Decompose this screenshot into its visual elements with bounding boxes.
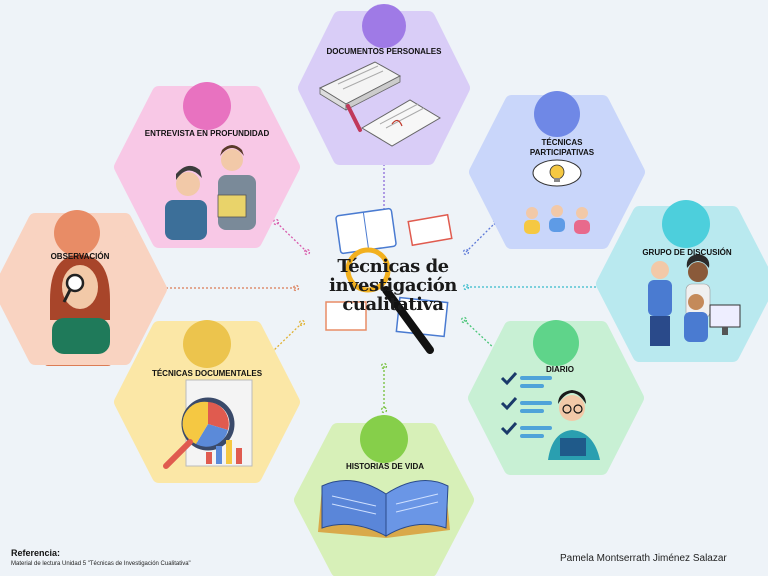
node-entrevista-circle [183, 82, 231, 130]
author-name: Pamela Montserrath Jiménez Salazar [560, 553, 727, 564]
node-label-diario: DIARIO [546, 365, 574, 374]
node-documentos-circle [362, 4, 406, 48]
node-label-observacion: OBSERVACIÓN [50, 252, 110, 261]
node-diario-hexagon [468, 321, 644, 475]
node-label-participativas: TÉCNICAS PARTICIPATIVAS [482, 138, 642, 157]
node-label-documentos: DOCUMENTOS PERSONALES [326, 47, 442, 56]
papers-illustration [318, 61, 441, 147]
node-participativas-circle [534, 91, 580, 137]
documentary-illustration [163, 379, 253, 469]
node-diario-circle [533, 320, 579, 366]
center-title-line1: Técnicas de [337, 256, 449, 277]
center-title-line3: cualitativa [342, 293, 444, 315]
connector-participativas [465, 221, 497, 253]
pen-icon [346, 104, 362, 132]
connector-entrevista [275, 221, 308, 253]
node-label-documentales: TÉCNICAS DOCUMENTALES [151, 369, 263, 378]
reference-text: Material de lectura Unidad 5 "Técnicas d… [11, 561, 191, 567]
reference-label: Referencia: [11, 548, 61, 558]
center-title: Técnicas de investigación cualitativa [318, 256, 468, 315]
node-documentales-circle [183, 320, 231, 368]
node-observacion-circle [54, 210, 100, 256]
diary-illustration [500, 371, 600, 460]
observation-girl-illustration [50, 255, 110, 354]
participative-illustration [524, 159, 590, 234]
node-label-entrevista: ENTREVISTA EN PROFUNDIDAD [144, 129, 270, 138]
connector-documentales [271, 322, 303, 353]
node-grupo-circle [662, 200, 710, 248]
center-title-line2: investigación [329, 274, 457, 296]
node-label-historias: HISTORIAS DE VIDA [345, 462, 425, 471]
node-label-participativas-line2: PARTICIPATIVAS [529, 147, 595, 157]
interview-people-illustration [165, 145, 256, 240]
magnifier-handle-icon [382, 286, 434, 354]
open-book-illustration [318, 480, 450, 538]
connector-diario [463, 319, 497, 351]
discussion-group-illustration [648, 254, 741, 346]
center-illustration [325, 207, 453, 354]
node-label-grupo: GRUPO DE DISCUSIÓN [642, 248, 732, 257]
node-historias-circle [360, 415, 408, 463]
node-label-participativas-line1: TÉCNICAS [541, 138, 583, 147]
node-diario [468, 320, 644, 475]
